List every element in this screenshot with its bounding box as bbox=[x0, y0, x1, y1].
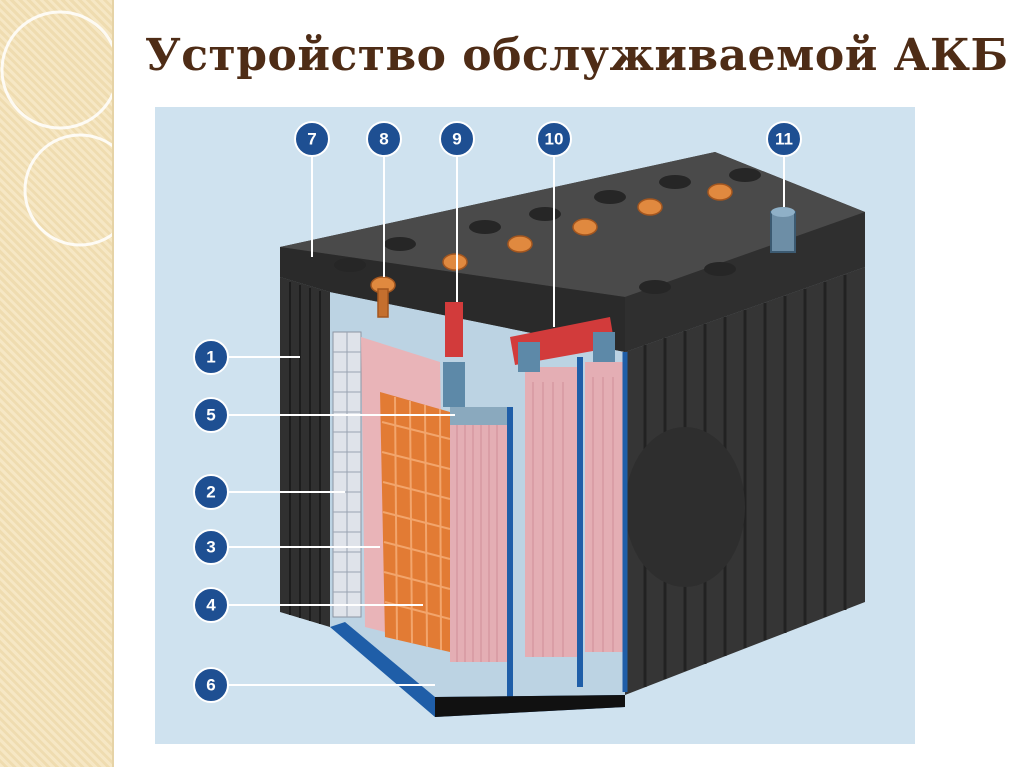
callout-4-number: 4 bbox=[206, 596, 216, 615]
callout-7: 7 bbox=[294, 121, 330, 157]
connector-bolt bbox=[445, 302, 463, 357]
callout-4: 4 bbox=[193, 587, 229, 623]
case-bottom bbox=[435, 695, 625, 717]
plate-block-3 bbox=[585, 362, 623, 652]
callout-7-number: 7 bbox=[307, 130, 316, 149]
plate-block bbox=[450, 407, 510, 662]
pole-post-3 bbox=[593, 332, 615, 362]
callout-1: 1 bbox=[193, 339, 229, 375]
callout-2: 2 bbox=[193, 474, 229, 510]
callout-3-number: 3 bbox=[206, 538, 215, 557]
callout-8: 8 bbox=[366, 121, 402, 157]
callout-9: 9 bbox=[439, 121, 475, 157]
battery-illustration: 7 8 9 10 11 1 5 2 3 4 6 bbox=[193, 121, 865, 717]
battery-lid-front bbox=[280, 247, 625, 352]
battery-lid-edge bbox=[625, 212, 865, 352]
callout-11-number: 11 bbox=[775, 130, 793, 149]
plate-block-2 bbox=[525, 367, 577, 657]
callout-2-number: 2 bbox=[206, 483, 215, 502]
decorative-side-panel bbox=[0, 0, 137, 767]
callout-6: 6 bbox=[193, 667, 229, 703]
decorative-rings bbox=[0, 10, 137, 247]
pole-post bbox=[443, 362, 465, 407]
callout-9-number: 9 bbox=[452, 130, 461, 149]
callout-11: 11 bbox=[766, 121, 802, 157]
callout-3: 3 bbox=[193, 529, 229, 565]
pole-post-2 bbox=[518, 342, 540, 372]
callout-5: 5 bbox=[193, 397, 229, 433]
callout-5-number: 5 bbox=[206, 406, 215, 425]
callout-8-number: 8 bbox=[379, 130, 388, 149]
callout-10: 10 bbox=[536, 121, 572, 157]
plate-block-top bbox=[450, 407, 510, 425]
callout-10-number: 10 bbox=[545, 130, 564, 149]
callout-6-number: 6 bbox=[206, 676, 215, 695]
case-embossing bbox=[625, 427, 745, 587]
battery-terminal bbox=[770, 211, 796, 253]
slide-title: Устройство обслуживаемой АКБ bbox=[145, 30, 1009, 81]
case-front-wall bbox=[280, 277, 330, 627]
battery-diagram: 7 8 9 10 11 1 5 2 3 4 6 bbox=[155, 107, 915, 744]
battery-terminal-top bbox=[771, 207, 795, 217]
callout-1-number: 1 bbox=[206, 348, 215, 367]
